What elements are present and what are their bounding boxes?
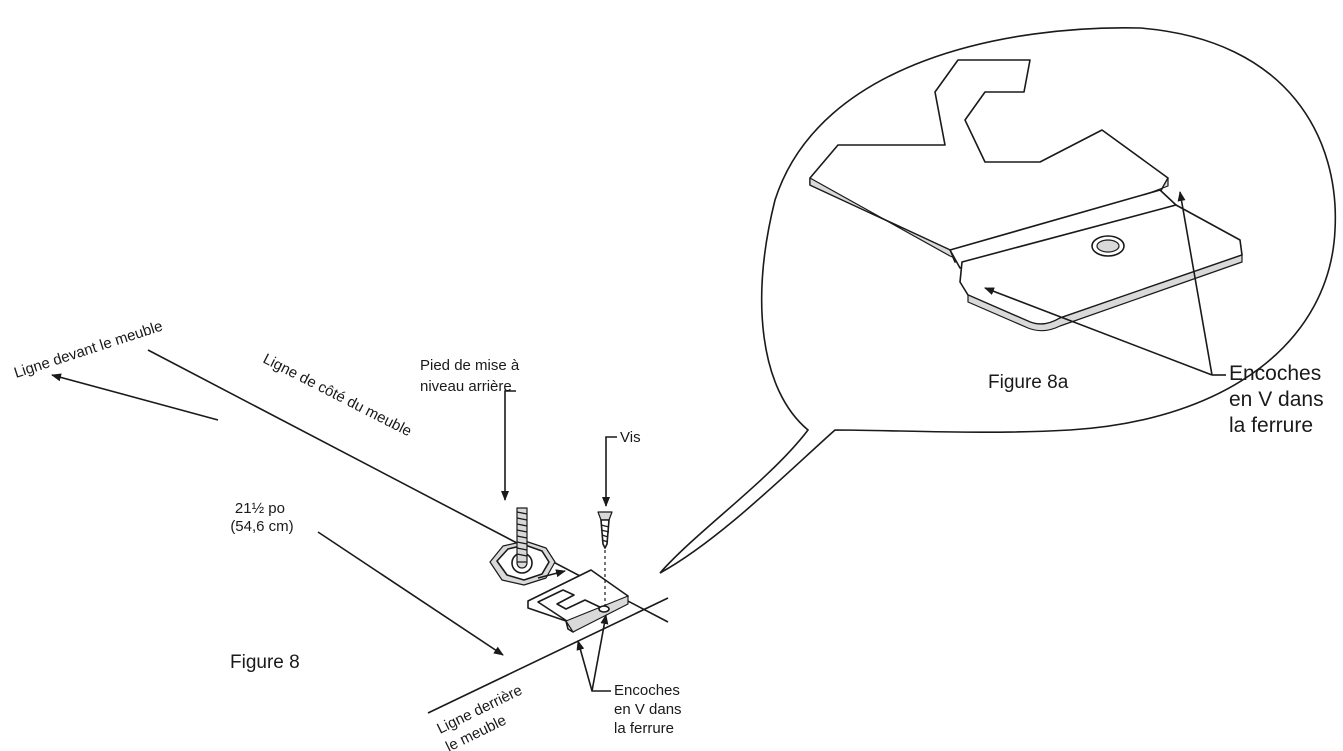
notches-label-line2: en V dans	[614, 701, 682, 718]
leveling-leg-label-line2: niveau arrière	[420, 378, 512, 395]
notches-label: Encoches en V dans la ferrure	[614, 682, 686, 737]
side-line-label: Ligne de côté du meuble	[260, 350, 414, 440]
detail-callout-bubble	[659, 27, 1337, 574]
dimension-metric: (54,6 cm)	[230, 518, 293, 535]
detail-notches-label-line2: en V dans	[1229, 388, 1324, 411]
leveling-leg-rod	[516, 507, 528, 563]
detail-notches-label-line1: Encoches	[1229, 362, 1321, 385]
notches-leader	[576, 640, 611, 692]
notches-label-line3: la ferrure	[614, 720, 674, 737]
back-line-label: Ligne derrière le meuble	[434, 680, 537, 751]
leveling-leg-assembly	[489, 507, 629, 633]
leveling-leg-label: Pied de mise à niveau arrière	[420, 357, 523, 395]
front-line-label: Ligne devant le meuble	[12, 318, 165, 382]
dimension-value: 21½ po	[235, 500, 285, 517]
notches-label-line1: Encoches	[614, 682, 680, 699]
detail-notches-leaders	[984, 191, 1226, 376]
detail-notches-label: Encoches en V dans la ferrure	[1229, 362, 1329, 437]
screw-label: Vis	[620, 429, 641, 446]
figure-8a-caption: Figure 8a	[988, 372, 1069, 393]
screw	[597, 511, 613, 605]
bracket-screw-hole	[598, 605, 610, 613]
figure-8-caption: Figure 8	[230, 652, 300, 673]
cabinet-back-line	[427, 597, 669, 714]
dimension-label: 21½ po (54,6 cm)	[230, 500, 293, 535]
leveling-leg-label-line1: Pied de mise à	[420, 357, 520, 374]
leveling-leg-leader	[501, 390, 516, 501]
detail-notches-label-line3: la ferrure	[1229, 414, 1313, 437]
screw-leader	[602, 436, 617, 507]
dimension-arrow	[51, 373, 504, 656]
bracket-detail	[809, 59, 1243, 332]
